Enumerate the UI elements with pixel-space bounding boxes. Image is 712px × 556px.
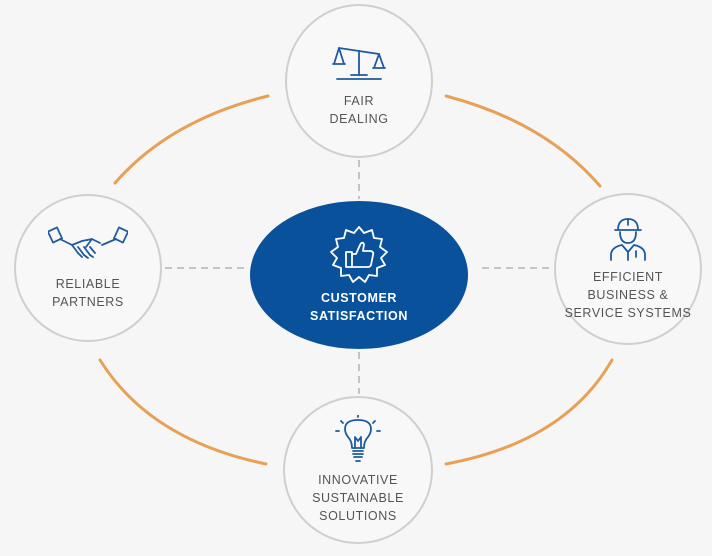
ring-arc-top-right bbox=[444, 94, 602, 188]
node-label: FAIR DEALING bbox=[329, 94, 389, 126]
ring-arc-top-left bbox=[113, 94, 270, 185]
thumbs-up-badge-icon bbox=[330, 226, 388, 283]
ring-arc-bottom-left bbox=[98, 358, 268, 466]
center-customer-satisfaction: CUSTOMER SATISFACTION bbox=[250, 201, 468, 349]
ring-arc-bottom-right bbox=[444, 358, 614, 466]
node-reliable-partners: RELIABLE PARTNERS bbox=[14, 194, 162, 342]
engineer-icon bbox=[610, 218, 646, 261]
node-label: EFFICIENT BUSINESS & SERVICE SYSTEMS bbox=[564, 270, 692, 320]
node-efficient-business: EFFICIENT BUSINESS & SERVICE SYSTEMS bbox=[554, 193, 702, 345]
center-label: CUSTOMER SATISFACTION bbox=[310, 291, 408, 323]
node-label: RELIABLE PARTNERS bbox=[52, 277, 124, 309]
node-fair-dealing: FAIR DEALING bbox=[285, 4, 433, 158]
node-innovative-solutions: INNOVATIVE SUSTAINABLE SOLUTIONS bbox=[283, 396, 433, 544]
handshake-icon bbox=[48, 226, 128, 259]
lightbulb-icon bbox=[335, 415, 381, 462]
balance-scale-icon bbox=[332, 47, 386, 80]
node-label: INNOVATIVE SUSTAINABLE SOLUTIONS bbox=[312, 473, 404, 523]
